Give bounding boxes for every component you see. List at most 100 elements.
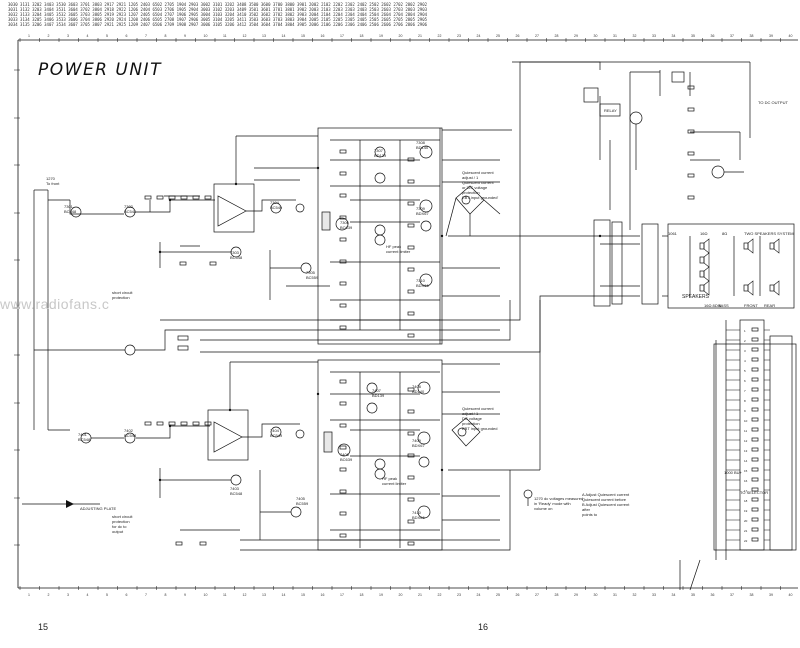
pin-number: 17 (744, 489, 748, 493)
input-wire (69, 200, 90, 215)
test-note: 1270 dc voltages measured in 'Ready' mod… (534, 496, 584, 511)
pin-number: 11 (744, 429, 747, 433)
pin-number: 15 (744, 469, 748, 473)
transistor-symbol (290, 506, 302, 518)
transistor-symbol (417, 381, 431, 395)
ruler-number: 8 (165, 34, 167, 38)
speaker-bottom-label: 16Ω 8Ω 6 (704, 303, 722, 308)
ruler-number: 31 (613, 593, 617, 597)
transistor-label: 7401 BC548 (78, 432, 91, 442)
signal-wire (242, 423, 300, 438)
pin-number: 16 (744, 479, 748, 483)
signal-wire (135, 329, 200, 351)
speaker-symbol (773, 280, 780, 296)
ruler-number: 13 (262, 593, 266, 597)
transistor-label: 7305 BC559 (306, 270, 319, 280)
speaker-symbol (747, 238, 754, 254)
page-number-left: 15 (38, 622, 49, 632)
dc-output-label: TO DC OUTPUT (758, 100, 788, 105)
pin-number: 1 (744, 329, 746, 333)
resistor (156, 421, 164, 426)
transistor-symbol (337, 443, 351, 457)
connector-pin (751, 397, 759, 402)
resistor (407, 245, 415, 250)
parts-index-header: 3030 3131 3202 3403 3530 3603 3701 3803 … (8, 2, 800, 38)
transistor-symbol (374, 172, 386, 184)
transistor-symbol (295, 203, 305, 213)
ruler-number: 16 (321, 593, 325, 597)
connector-pin (751, 387, 759, 392)
transistor-label: 7308 BD140 (416, 140, 429, 150)
opamp-box (207, 409, 249, 461)
resistor (687, 129, 695, 134)
junction-dot (158, 250, 162, 254)
resistor (407, 267, 415, 272)
ruler-number: 2 (48, 34, 50, 38)
relay-contacts (593, 219, 611, 307)
heatsink-pot (321, 211, 331, 231)
speaker-symbol (703, 252, 710, 268)
ruler-number: 4 (87, 34, 89, 38)
connector-pin (751, 477, 759, 482)
transistor-label: 7402 BC548 (124, 428, 137, 438)
resistor (687, 85, 695, 90)
adjust-note: A Adjust Quiescent current Quiescent cur… (582, 492, 630, 517)
connector-pin (751, 517, 759, 522)
transistor-symbol (523, 489, 533, 499)
speaker-bottom-label: FRONT (744, 303, 758, 308)
ruler-number: 11 (223, 593, 227, 597)
ruler-number: 10 (204, 593, 208, 597)
connector-pin (751, 437, 759, 442)
ruler-number: 20 (399, 593, 403, 597)
transistor-label: 7302 BC548 (124, 204, 137, 214)
transistor-symbol (366, 382, 378, 394)
ruler-number: 23 (457, 593, 461, 597)
resistor (339, 445, 347, 450)
header-row: 3033 3134 3205 3406 3533 3606 3704 3806 … (8, 17, 428, 22)
connector-pin (751, 337, 759, 342)
relay-coil (583, 87, 599, 103)
ruler-number: 23 (457, 34, 461, 38)
ruler-number: 16 (321, 34, 325, 38)
speaker-col-label: 16Ω (700, 231, 708, 236)
relay-label: RELAY (604, 108, 617, 113)
connector-pin (751, 417, 759, 422)
resistor (177, 335, 189, 341)
ruler-number: 27 (535, 593, 539, 597)
ruler-number: 5 (106, 34, 108, 38)
ruler-number: 39 (769, 34, 773, 38)
ruler-number: 1 (28, 593, 30, 597)
ruler-number: 37 (730, 593, 734, 597)
ruler-number: 7 (145, 593, 147, 597)
transistor-symbol (418, 456, 430, 468)
connector-pin (751, 367, 759, 372)
transistor-symbol (124, 432, 136, 444)
junction-dot (316, 166, 320, 170)
ruler-number: 39 (769, 593, 773, 597)
ruler-number: 31 (613, 34, 617, 38)
signal-wire (136, 199, 215, 213)
pin-number: 22 (744, 539, 748, 543)
pin-number: 3 (744, 349, 746, 353)
ruler-number: 34 (672, 593, 676, 597)
resistor (687, 151, 695, 156)
resistor (339, 215, 347, 220)
ruler-number: 22 (438, 34, 442, 38)
transistor-label: 7306 BC639 (340, 220, 353, 230)
connector-pin (751, 487, 759, 492)
resistor (175, 541, 183, 546)
resistor (687, 195, 695, 200)
speaker-symbol (703, 266, 710, 282)
speaker-symbol (773, 238, 780, 254)
ruler-number: 6 (126, 593, 128, 597)
speaker-symbol (769, 242, 775, 250)
ruler-number: 12 (243, 34, 247, 38)
speaker-col-label: 8Ω (722, 231, 728, 236)
transistor-label: 7409 BDX67 (412, 438, 425, 448)
resistor (177, 345, 189, 351)
pin-number: 13 (744, 449, 748, 453)
resistor (407, 453, 415, 458)
speaker-symbol (747, 280, 754, 296)
ruler-number: 33 (652, 593, 656, 597)
